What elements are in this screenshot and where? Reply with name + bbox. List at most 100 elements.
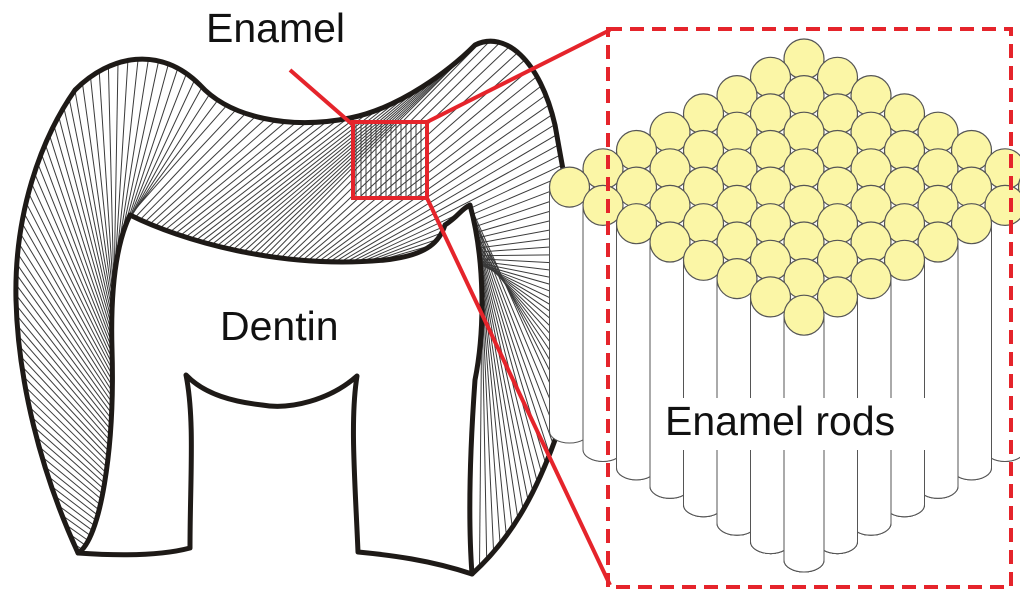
enamel-hatch-line [190, 118, 348, 240]
enamel-hatch-line [15, 273, 113, 409]
enamel-hatch-line [15, 304, 112, 425]
enamel-hatch-line [479, 264, 519, 519]
enamel-hatch-line [18, 243, 113, 392]
enamel-hatch-line [280, 42, 501, 259]
enamel-hatch-line [323, 104, 550, 263]
enamel-hatch-line [232, 86, 424, 251]
enamel-hatch-line [90, 76, 114, 294]
enamel-hatch-line [58, 116, 113, 322]
enamel-hatch-line [479, 259, 524, 510]
enamel-hatch-line [180, 121, 328, 236]
enamel-hatch-line [154, 120, 277, 227]
enamel-hatch-line [18, 345, 110, 447]
enamel-hatch-line [44, 466, 100, 511]
enamel-hatch-line [139, 113, 247, 221]
enamel-hatch-line [345, 144, 559, 263]
enamel-rod-top [582, 184, 624, 226]
enamel-hatch-line [200, 113, 368, 243]
enamel-hatch-line [28, 406, 106, 479]
enamel-hatch-line [74, 90, 113, 305]
enamel-hatch-line [478, 248, 534, 492]
enamel-hatch-line [16, 325, 111, 436]
enamel-hatch-line [144, 116, 256, 223]
enamel-rod-top [883, 239, 926, 281]
rods-label-backdrop [660, 398, 950, 450]
enamel-hatch-line [17, 335, 111, 441]
enamel-hatch-line [30, 182, 113, 360]
enamel-rod-top [548, 166, 591, 208]
enamel-rod-top [615, 203, 658, 245]
enamel-hatch-line [129, 104, 228, 216]
enamel-hatch-line [243, 74, 441, 253]
enamel-hatch-line [480, 270, 513, 528]
enamel-hatch-line [351, 154, 561, 263]
enamel-hatch-line [269, 42, 481, 257]
enamel-hatch-line [47, 476, 99, 516]
enamel-hatch-line [264, 48, 472, 257]
enamel-hatch-line [476, 237, 543, 474]
enamel-hatch-line [15, 294, 112, 419]
enamel-hatch-line [291, 52, 519, 260]
enamel-hatch-line [115, 59, 149, 262]
enamel-hatch-line [17, 253, 113, 398]
enamel-hatch-line [107, 66, 115, 284]
enamel-hatch-line [478, 254, 529, 502]
enamel-hatch-line [63, 107, 113, 316]
enamel-hatch-line [25, 202, 113, 371]
enamel-hatch-line [65, 524, 89, 542]
dentin-outline [75, 202, 485, 577]
enamel-hatch-line [174, 121, 318, 235]
enamel-label-leader [288, 68, 355, 127]
enamel-hatch-line [50, 485, 97, 521]
enamel-hatch-line [164, 122, 297, 231]
enamel-hatch-line [31, 416, 105, 484]
enamel-hatch-line [23, 376, 108, 463]
enamel-hatch-line [340, 134, 557, 263]
enamel-hatch-line [471, 211, 562, 426]
enamel-hatch-line [159, 121, 287, 229]
enamel-hatch-line [44, 144, 113, 338]
enamel-hatch-line [474, 227, 551, 455]
enamel-rod-top [716, 258, 758, 300]
enamel-hatch-line [480, 281, 501, 545]
enamel-hatch-line [68, 98, 113, 311]
enamel-hatch-line [36, 436, 103, 495]
enamel-hatch-line [23, 212, 113, 376]
enamel-hatch-line [307, 76, 538, 262]
enamel-rod-top [917, 221, 959, 263]
enamel-label: Enamel [206, 5, 346, 51]
enamel-hatch-line [16, 314, 111, 430]
enamel-rod-top [950, 203, 993, 245]
callout-leader-bottom [425, 197, 612, 586]
callout-leader-top [426, 28, 611, 124]
enamel-hatch-line [123, 86, 203, 231]
enamel-hatch-line [26, 396, 107, 474]
rod-tops [548, 38, 1020, 336]
enamel-hatch-line [469, 205, 565, 417]
enamel-hatch-line [41, 456, 101, 506]
enamel-hatch-line [134, 109, 237, 218]
enamel-hatch-line [169, 122, 307, 233]
enamel-hatch-line [61, 514, 91, 537]
enamel-hatch-line [227, 91, 415, 249]
enamel-hatch-line [149, 118, 266, 225]
enamel-hatch-line [115, 59, 139, 267]
enamel-hatch-line [237, 80, 432, 252]
enamel-hatch-line [15, 284, 112, 414]
enamel-hatch-line [473, 221, 554, 445]
enamel-hatch-line [37, 163, 113, 349]
enamel-hatch-line [38, 446, 102, 500]
enamel-hatch-line [33, 172, 113, 354]
enamel-hatch-line [127, 99, 219, 221]
enamel-hatch-line [33, 426, 104, 490]
enamel-rod-top [850, 258, 892, 300]
enamel-rod-top [682, 239, 725, 281]
enamel-hatch-line [20, 355, 110, 452]
enamel-hatch-line [48, 134, 113, 332]
enamel-rod-top [816, 276, 859, 318]
enamel-hatch-line [121, 79, 196, 236]
enamel-hatch-line [81, 83, 113, 300]
enamel-hatch-line [114, 60, 129, 273]
dentin-label: Dentin [220, 303, 339, 349]
